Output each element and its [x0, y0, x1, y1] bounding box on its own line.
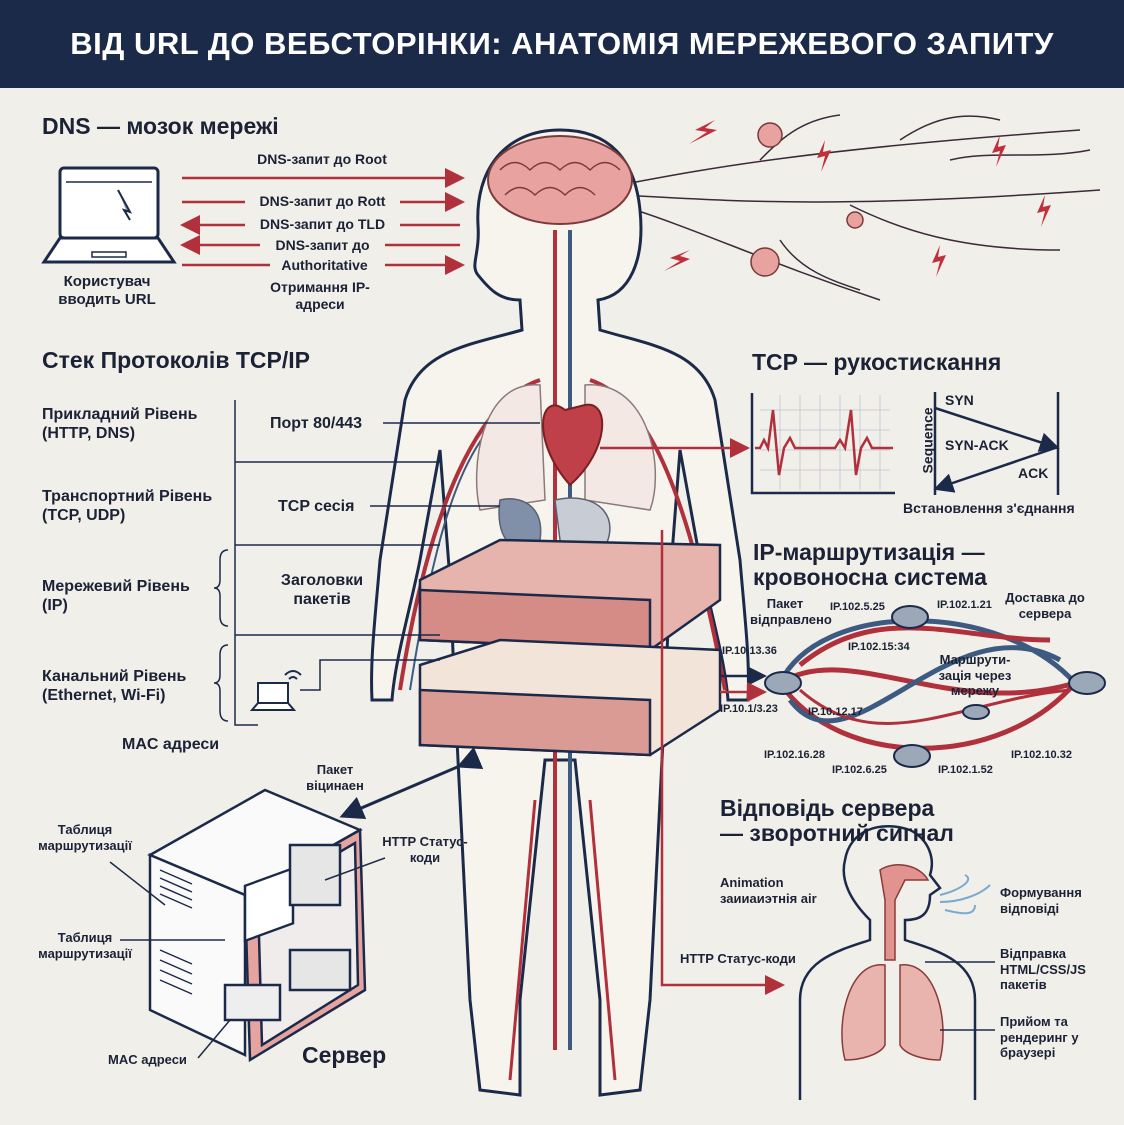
layer-detail: (TCP, UDP)	[42, 507, 126, 525]
dns-query-rott: DNS-запит до Rott	[259, 193, 386, 209]
lung-icon	[841, 964, 944, 1061]
neuron-icons	[750, 122, 864, 277]
layer-name: Транспортний Рівень	[42, 488, 213, 505]
routing-table-label-1: Таблиця маршрутизації	[38, 822, 132, 853]
http-status-label: HTTP Статус-коди	[382, 834, 468, 865]
response-leader-lines	[925, 961, 995, 1031]
handshake-diagram	[933, 392, 1060, 495]
ip-label: IP.10.12.17	[808, 706, 863, 718]
layer-name: Мережевий Рівень	[42, 578, 190, 595]
ip-label: IP.102.6.25	[832, 764, 887, 776]
animation-label: Animation заииаиэтнія air	[720, 875, 817, 906]
layer-network: Мережевий Рівень (IP)	[42, 577, 190, 615]
packet-sent: Пакет відправлено	[750, 596, 832, 627]
lightning-icons	[664, 120, 1051, 277]
routing-network	[777, 618, 1077, 751]
heart-icon	[542, 403, 604, 487]
layer-name: Прикладний Рівень	[42, 406, 198, 423]
send-packets-label: Відправка HTML/CSS/JS пакетів	[1000, 946, 1086, 993]
respiratory-figure	[798, 825, 977, 1100]
routing-title-line1: IP-маршрутизація —	[753, 539, 985, 565]
ip-label: IP.10.1/3.23	[720, 703, 778, 715]
breath-icon	[939, 874, 991, 915]
header-bar: ВІД URL ДО ВЕБСТОРІНКИ: АНАТОМІЯ МЕРЕЖЕВ…	[0, 0, 1124, 88]
dns-query-auth-1: DNS-запит до	[275, 237, 370, 253]
response-title: Відповідь сервера — зворотний сигнал	[720, 795, 954, 847]
layer-name: Канальний Рівень	[42, 668, 187, 685]
tissue-layers	[418, 538, 722, 757]
layer-link: Канальний Рівень (Ethernet, Wi-Fi)	[42, 667, 186, 705]
routing-title-line2: кровоносна система	[753, 564, 987, 591]
ip-label: IP.102.15:34	[848, 641, 910, 653]
step-ack: ACK	[1018, 465, 1049, 481]
tag-mac: MAC адреси	[122, 736, 220, 753]
server-title: Сервер	[302, 1042, 387, 1068]
ip-label: IP.10.13.36	[722, 645, 777, 657]
sequence-axis-label: Sequence	[919, 407, 936, 474]
routing-table-label-2: Таблиця маршрутизації	[38, 930, 132, 961]
airway-icon	[879, 864, 930, 961]
layer-detail: (IP)	[42, 597, 68, 615]
dns-query-auth-2: Authoritative	[281, 257, 368, 273]
ip-label: IP.102.1.52	[938, 764, 993, 776]
layer-application: Прикладний Рівень (HTTP, DNS)	[42, 405, 197, 443]
http-status-response: HTTP Статус-коди	[680, 951, 796, 966]
dns-query-root: DNS-запит до Root	[257, 151, 387, 167]
tag-tcp-session: TCP сесія	[278, 498, 355, 515]
ip-label: IP.102.16.28	[764, 749, 825, 761]
form-response-label: Формування відповіді	[1000, 885, 1082, 916]
nerve-network	[619, 114, 1101, 301]
layer-transport: Транспортний Рівень (TCP, UDP)	[42, 487, 212, 525]
tag-packet-headers: Заголовки пакетів	[280, 572, 364, 609]
delivered-label: Доставка до сервера	[1005, 590, 1085, 621]
ip-label: IP.102.1.21	[937, 599, 992, 611]
tag-port: Порт 80/443	[270, 415, 363, 432]
packet-received: Пакет віцинаен	[306, 762, 364, 793]
dns-arrows	[180, 168, 465, 275]
mac-label: MAC адреси	[108, 1052, 187, 1067]
tcp-title: TCP — рукостискання	[752, 349, 1002, 375]
step-syn: SYN	[945, 392, 974, 408]
ip-label: IP.102.10.32	[1011, 749, 1072, 761]
brain-icon	[487, 135, 633, 225]
ecg-chart	[750, 393, 895, 495]
routing-center-label: Маршрути-зація через мережу	[938, 652, 1012, 699]
tcp-caption: Встановлення з'єднання	[903, 500, 1075, 516]
render-label: Прийом та рендеринг у браузері	[1000, 1014, 1079, 1061]
dns-title: DNS — мозок мережі	[42, 113, 279, 139]
layer-detail: (Ethernet, Wi-Fi)	[42, 687, 166, 705]
laptop-small-icon	[249, 659, 440, 711]
server-leader-lines	[109, 857, 386, 1059]
router-icons	[764, 605, 1106, 768]
stack-bracket	[213, 400, 540, 726]
stack-title: Стек Протоколів TCP/IP	[42, 347, 310, 373]
user-label: Користувач вводить URL	[58, 273, 156, 308]
routing-title: IP-маршрутизація —кровоносна система	[753, 539, 987, 591]
ip-label: IP.102.5.25	[830, 601, 885, 613]
dns-result: Отримання IP-адреси	[270, 279, 370, 312]
dns-query-tld: DNS-запит до TLD	[259, 216, 386, 232]
page-title: ВІД URL ДО ВЕБСТОРІНКИ: АНАТОМІЯ МЕРЕЖЕВ…	[70, 26, 1054, 61]
layer-detail: (HTTP, DNS)	[42, 425, 136, 443]
laptop-icon	[41, 166, 177, 264]
step-syn-ack: SYN-ACK	[945, 437, 1009, 453]
server-icon	[147, 788, 367, 1063]
